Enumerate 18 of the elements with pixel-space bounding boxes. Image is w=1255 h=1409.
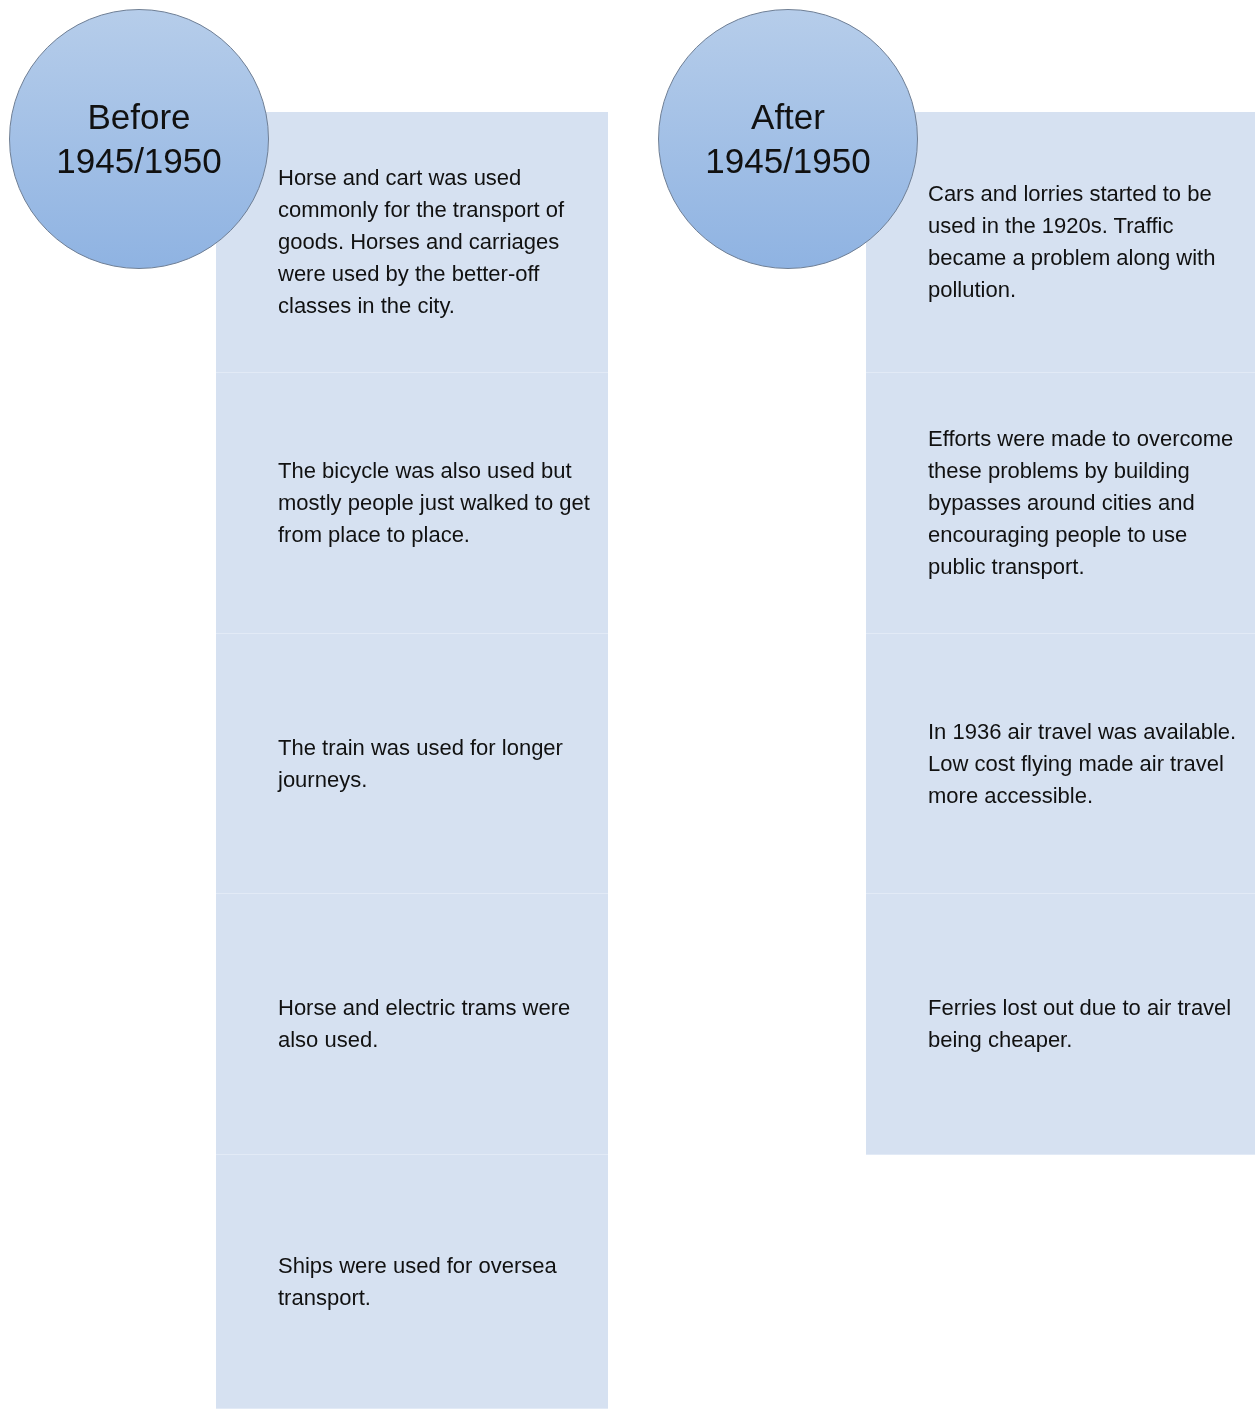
description-text: The bicycle was also used but mostly people just walked to get from place to place. — [278, 457, 591, 549]
description-text: Ships were used for oversea transport. — [278, 1251, 558, 1312]
period-heading: Before 1945/1950 — [55, 96, 223, 182]
text-panel — [866, 894, 1255, 1155]
description-text: Horse and cart was used commonly for the transport of goods. Horses and carriages were used by the better-off classes in the city. — [278, 164, 566, 320]
text-panel — [216, 894, 608, 1155]
text-panel — [216, 634, 608, 894]
period-heading: After 1945/1950 — [704, 96, 872, 182]
description-text: Efforts were made to overcome these problems by building bypasses around cities and encouraging people to use public transport. — [928, 425, 1235, 581]
description-text: The train was used for longer journeys. — [278, 733, 564, 794]
description-text: Horse and electric trams were also used. — [278, 994, 572, 1054]
description-text: In 1936 air travel was available. Low cost flying made air travel more accessible. — [928, 717, 1238, 810]
description-text: Ferries lost out due to air travel being cheaper. — [928, 994, 1233, 1054]
description-text: Cars and lorries started to be used in the 1920s. Traffic became a problem along with pollution. — [928, 180, 1217, 304]
text-panel — [216, 373, 608, 634]
text-panel — [866, 634, 1255, 894]
text-panel — [866, 373, 1255, 634]
text-panel — [216, 1155, 608, 1409]
